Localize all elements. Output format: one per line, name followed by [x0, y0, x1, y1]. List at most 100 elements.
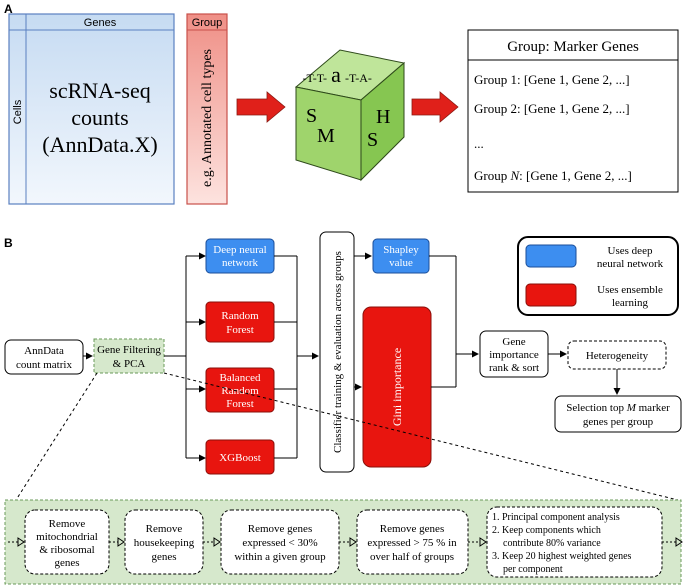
shapley-box: Shapley value — [372, 238, 430, 274]
legend-deep-line-2: neural network — [597, 258, 664, 270]
xgb-box: XGBoost — [205, 439, 275, 475]
brf-line-3: Forest — [226, 398, 254, 410]
dnn-box: Deep neural network — [205, 238, 275, 274]
pipeline-arrow-4 — [479, 537, 487, 547]
pipeline-arrow-start — [17, 537, 25, 547]
marker-row-3: ... — [474, 136, 484, 151]
cube-top-right: -T-A- — [345, 71, 372, 85]
step5-line-1: 1. Principal component analysis — [492, 512, 620, 523]
pipeline-arrow-2 — [213, 537, 221, 547]
selection-box: Selection top M marker genes per group — [554, 395, 682, 433]
group-column: Group e.g. Annotated cell types — [186, 13, 228, 205]
matrix-text-line-2: counts — [71, 105, 128, 130]
gini-text: Gini importance — [390, 348, 404, 426]
selection-line-2: genes per group — [583, 416, 654, 428]
heterogeneity-box: Heterogeneity — [567, 340, 667, 370]
step3-line-1: Remove genes — [248, 523, 312, 535]
panel-b-label: B — [4, 236, 13, 250]
gene-filtering-line-1: Gene Filtering — [97, 344, 161, 356]
legend-ensemble-line-1: Uses ensemble — [597, 284, 663, 296]
big-red-arrow-1 — [236, 91, 286, 123]
cube-top-left: -T-T- — [303, 71, 327, 85]
anndata-box: AnnData count matrix — [4, 339, 84, 375]
merge-lines — [429, 255, 457, 388]
heterogeneity-text: Heterogeneity — [586, 350, 649, 362]
dnn-line-2: network — [222, 257, 259, 269]
pipeline-step-3: Remove genes expressed < 30% within a gi… — [220, 509, 340, 575]
legend-swatch-ensemble — [525, 283, 577, 307]
count-matrix: Genes Cells scRNA-seq counts (AnnData.X) — [8, 13, 175, 205]
legend-deep-line-1: Uses deep — [608, 245, 653, 257]
cells-label: Cells — [12, 99, 24, 124]
dnn-line-1: Deep neural — [213, 244, 266, 256]
step4-line-3: over half of groups — [370, 551, 454, 563]
marker-row-2: Group 2: [Gene 1, Gene 2, ...] — [474, 101, 630, 116]
shap-cube: -T-T- a -T-A- S M H S — [294, 49, 406, 182]
group-rotated-text: e.g. Annotated cell types — [200, 49, 215, 187]
legend-swatch-deep — [525, 244, 577, 268]
pipeline-arrow-end — [675, 537, 683, 547]
pipeline-step-5: 1. Principal component analysis 2. Keep … — [486, 506, 663, 578]
step5-line-5: per component — [503, 564, 563, 575]
brf-box: Balanced Random Forest — [205, 367, 275, 413]
marker-genes-box: Group: Marker Genes Group 1: [Gene 1, Ge… — [467, 29, 679, 193]
legend-ensemble-line-2: learning — [612, 297, 649, 309]
matrix-text-line-1: scRNA-seq — [49, 78, 150, 103]
step1-line-3: & ribosomal — [39, 544, 94, 556]
matrix-text-line-3: (AnnData.X) — [42, 132, 157, 157]
xgb-line-1: XGBoost — [219, 452, 261, 464]
cube-front-s: S — [306, 105, 317, 127]
step4-line-2: expressed > 75 % in — [367, 537, 457, 549]
shapley-line-2: value — [389, 257, 413, 269]
marker-box-title: Group: Marker Genes — [507, 39, 639, 55]
zoom-line-left — [15, 372, 98, 501]
step5-line-3: contribute 80% variance — [503, 538, 601, 549]
step5-line-2: 2. Keep components which — [492, 525, 601, 536]
step4-line-1: Remove genes — [380, 523, 444, 535]
cube-top-letter: a — [331, 62, 341, 87]
panel-a-label: A — [4, 2, 13, 16]
step1-line-1: Remove — [49, 518, 86, 530]
cube-right-s: S — [367, 129, 378, 151]
group-header: Group — [192, 17, 223, 29]
pipeline-arrow-1 — [117, 537, 125, 547]
step1-line-4: genes — [54, 557, 79, 569]
big-red-arrow-2 — [411, 91, 459, 123]
gene-importance-line-1: Gene — [502, 336, 525, 348]
genes-label: Genes — [84, 17, 117, 29]
gene-filtering-line-2: & PCA — [113, 358, 146, 370]
step3-line-3: within a given group — [234, 551, 326, 563]
rf-box: Random Forest — [205, 301, 275, 343]
step2-line-2: housekeeping — [134, 537, 195, 549]
zoom-line-right — [163, 372, 679, 501]
cube-front-m: M — [317, 125, 335, 147]
pipeline-arrow-3 — [349, 537, 357, 547]
gene-importance-line-3: rank & sort — [489, 362, 539, 374]
cube-right-h: H — [376, 106, 390, 128]
selection-line-1: Selection top M marker — [566, 402, 670, 414]
gene-filtering-box: Gene Filtering & PCA — [93, 338, 165, 374]
legend: Uses deep neural network Uses ensemble l… — [517, 236, 679, 316]
classifier-training-box: Classifier training & evaluation across … — [319, 231, 355, 473]
anndata-line-1: AnnData — [24, 345, 64, 357]
pipeline-step-4: Remove genes expressed > 75 % in over ha… — [356, 509, 469, 575]
gene-importance-line-2: importance — [489, 349, 539, 361]
pipeline-step-1: Remove mitochondrial & ribosomal genes — [24, 509, 110, 575]
step3-line-2: expressed < 30% — [242, 537, 317, 549]
anndata-line-2: count matrix — [16, 359, 72, 371]
gene-importance-box: Gene importance rank & sort — [479, 330, 549, 378]
rf-line-2: Forest — [226, 324, 254, 336]
marker-row-1: Group 1: [Gene 1, Gene 2, ...] — [474, 72, 630, 87]
step5-line-4: 3. Keep 20 highest weighted genes — [492, 551, 632, 562]
fanout-lines — [164, 256, 187, 458]
rf-line-1: Random — [221, 310, 259, 322]
pipeline-step-2: Remove housekeeping genes — [124, 509, 204, 575]
step2-line-3: genes — [151, 551, 176, 563]
brf-line-1: Balanced — [220, 372, 261, 384]
fanin-lines — [274, 255, 298, 459]
step2-line-1: Remove — [146, 523, 183, 535]
marker-row-4: Group N: [Gene 1, Gene 2, ...] — [474, 168, 632, 183]
classifier-training-text: Classifier training & evaluation across … — [332, 251, 344, 453]
step1-line-2: mitochondrial — [36, 531, 98, 543]
